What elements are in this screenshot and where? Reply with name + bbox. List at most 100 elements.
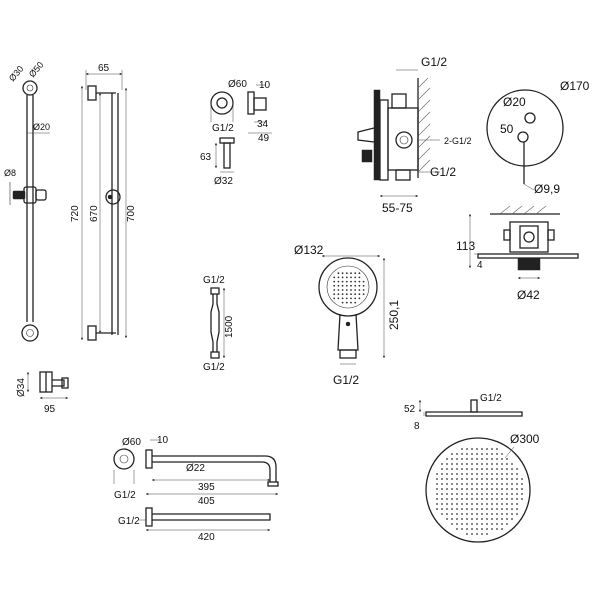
head-nozzle-dot: [451, 468, 453, 470]
hand-nozzle-dot: [358, 272, 361, 275]
head-nozzle-dot: [481, 453, 483, 455]
plate-h50: 50: [500, 122, 514, 136]
rail-d8: Ø8: [4, 168, 16, 178]
head-nozzle-dot: [511, 498, 513, 500]
head-nozzle-dot: [506, 503, 508, 505]
head-nozzle-dot: [486, 528, 488, 530]
head-nozzle-dot: [466, 473, 468, 475]
arm-l395: 395: [198, 482, 215, 493]
head-nozzle-dot: [486, 488, 488, 490]
box-h4: 4: [477, 260, 483, 271]
mixer-5575: 55-75: [382, 201, 413, 215]
head-nozzle-dot: [446, 463, 448, 465]
head-nozzle-dot: [466, 518, 468, 520]
mixer-body: G1/2 2-G1/2 G1/2 55-75: [357, 55, 472, 215]
head-nozzle-dot: [511, 468, 513, 470]
head-nozzle-dot: [516, 513, 518, 515]
hand-nozzle-dot: [354, 297, 357, 300]
head-nozzle-dot: [491, 478, 493, 480]
head-nozzle-dot: [456, 453, 458, 455]
head-nozzle-dot: [501, 528, 503, 530]
head-nozzle-dot: [436, 478, 438, 480]
hand-nozzle-dot: [333, 284, 336, 287]
hand-nozzle-dot: [354, 280, 357, 283]
plate-d170: Ø170: [560, 79, 590, 93]
head-nozzle-dot: [441, 493, 443, 495]
head-nozzle-dot: [476, 463, 478, 465]
head-nozzle-dot: [516, 508, 518, 510]
head-nozzle-dot: [486, 473, 488, 475]
head-nozzle-dot: [496, 528, 498, 530]
head-nozzle-dot: [491, 498, 493, 500]
head-nozzle-dot: [466, 493, 468, 495]
head-nozzle-dot: [446, 478, 448, 480]
hand-nozzle-dot: [354, 301, 357, 304]
head-nozzle-dot: [456, 468, 458, 470]
head-nozzle-dot: [471, 483, 473, 485]
head-nozzle-dot: [466, 528, 468, 530]
head-nozzle-dot: [486, 533, 488, 535]
head-nozzle-dot: [486, 458, 488, 460]
head-nozzle-dot: [456, 513, 458, 515]
head-nozzle-dot: [456, 528, 458, 530]
head-nozzle-dot: [506, 478, 508, 480]
hand-nozzle-dot: [333, 276, 336, 279]
head-nozzle-dot: [496, 458, 498, 460]
head-nozzle-dot: [476, 483, 478, 485]
head-nozzle-dot: [491, 493, 493, 495]
head-nozzle-dot: [466, 533, 468, 535]
head-nozzle-dot: [466, 498, 468, 500]
head-nozzle-dot: [491, 483, 493, 485]
hand-nozzle-dot: [354, 276, 357, 279]
hand-nozzle-dot: [345, 293, 348, 296]
hand-nozzle-dot: [354, 293, 357, 296]
head-g12: G1/2: [480, 393, 502, 404]
head-nozzle-dot: [491, 518, 493, 520]
head-nozzle-dot: [481, 478, 483, 480]
hand-nozzle-dot: [362, 289, 365, 291]
head-nozzle-dot: [511, 518, 513, 520]
hand-nozzle-dot: [341, 272, 344, 275]
head-nozzle-dot: [471, 528, 473, 530]
head-nozzle-dot: [506, 458, 508, 460]
rail-d30: Ø30: [7, 64, 26, 83]
head-nozzle-dot: [446, 513, 448, 515]
hand-len: 250,1: [387, 300, 401, 330]
head-nozzle-dot: [451, 458, 453, 460]
head-nozzle-dot: [461, 458, 463, 460]
rail-h700: 700: [126, 205, 137, 222]
head-nozzle-dot: [486, 523, 488, 525]
head-nozzle-dot: [491, 523, 493, 525]
head-nozzle-dot: [501, 458, 503, 460]
head-side: G1/2 52 8: [404, 393, 523, 432]
hose: G1/2 1500 G1/2: [203, 275, 235, 373]
head-nozzle-dot: [506, 463, 508, 465]
hand-nozzle-dot: [337, 297, 340, 300]
cover-plate: Ø170 Ø20 50 Ø9,9: [486, 79, 590, 196]
head-nozzle-dot: [441, 473, 443, 475]
head-nozzle-dot: [481, 513, 483, 515]
head-nozzle-dot: [506, 508, 508, 510]
hand-nozzle-dot: [333, 297, 336, 300]
hand-nozzle-dot: [345, 301, 348, 304]
head-nozzle-dot: [501, 478, 503, 480]
hand-nozzle-dot: [341, 276, 344, 279]
head-nozzle-dot: [451, 513, 453, 515]
hand-nozzle-dot: [345, 297, 348, 300]
head-nozzle-dot: [481, 493, 483, 495]
head-nozzle-dot: [486, 448, 488, 450]
head-nozzle-pattern: [436, 448, 523, 535]
mixer-2g12: 2-G1/2: [444, 136, 472, 146]
head-nozzle-dot: [461, 453, 463, 455]
head-nozzle-dot: [516, 498, 518, 500]
head-d300: Ø300: [510, 432, 540, 446]
hand-nozzle-dot: [341, 297, 344, 300]
hand-nozzle-dot: [354, 272, 357, 275]
hand-nozzle-dot: [350, 301, 352, 304]
head-nozzle-dot: [441, 478, 443, 480]
hand-nozzle-dot: [358, 276, 361, 279]
head-nozzle-dot: [496, 448, 498, 450]
head-nozzle-dot: [496, 488, 498, 490]
head-nozzle-dot: [476, 468, 478, 470]
head-nozzle-dot: [511, 488, 513, 490]
